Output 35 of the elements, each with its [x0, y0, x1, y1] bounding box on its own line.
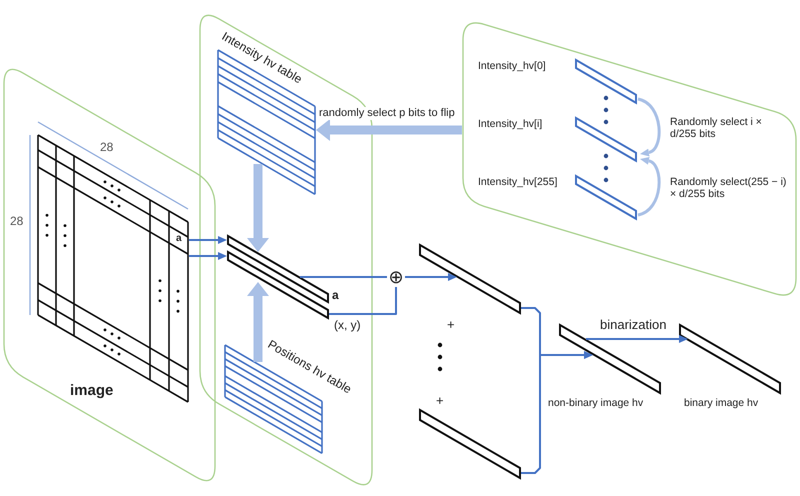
- block-arrow: [247, 164, 269, 252]
- vector-label: a: [332, 289, 339, 303]
- vector-label: binary image hv: [684, 397, 758, 410]
- vector-label: non-binary image hv: [548, 397, 644, 410]
- dimension-label: 28: [100, 141, 114, 155]
- block-arrow: [247, 282, 269, 362]
- vector-label: Intensity_hv[i]: [478, 118, 542, 130]
- block-arrow: [316, 119, 462, 141]
- arrow: [521, 351, 593, 474]
- vector-label: Intensity_hv[0]: [478, 60, 546, 72]
- connector-line: [329, 287, 397, 315]
- vector-strip: [419, 244, 522, 315]
- arrow: [405, 273, 457, 281]
- arrow: [586, 335, 688, 343]
- vector-strip: [476, 56, 638, 104]
- dimension-label: 28: [10, 215, 24, 229]
- vector-label: Intensity_hv[255]: [478, 176, 558, 188]
- edge-label: randomly select p bits to flip: [318, 107, 456, 120]
- vector-strip: [476, 114, 638, 162]
- vector-strip: [476, 172, 638, 220]
- arrow: [189, 236, 227, 244]
- arrow: [189, 252, 227, 260]
- curved-arrow: [638, 157, 661, 216]
- edge-label: binarization: [600, 318, 666, 333]
- vector-label: (x, y): [334, 319, 361, 333]
- curved-arrow: [638, 98, 661, 156]
- plus-sign: +: [447, 318, 455, 333]
- node-label: image: [70, 382, 114, 400]
- edge-label: Randomly select i × d/255 bits: [670, 116, 763, 140]
- plus-sign: +: [436, 394, 444, 409]
- vector-strip: [419, 409, 522, 480]
- edge-label: Randomly select(255 − i) × d/255 bits: [670, 176, 788, 200]
- connector-line: [300, 276, 387, 278]
- xor-symbol: ⊕: [386, 266, 406, 288]
- pixel-label: a: [176, 233, 182, 244]
